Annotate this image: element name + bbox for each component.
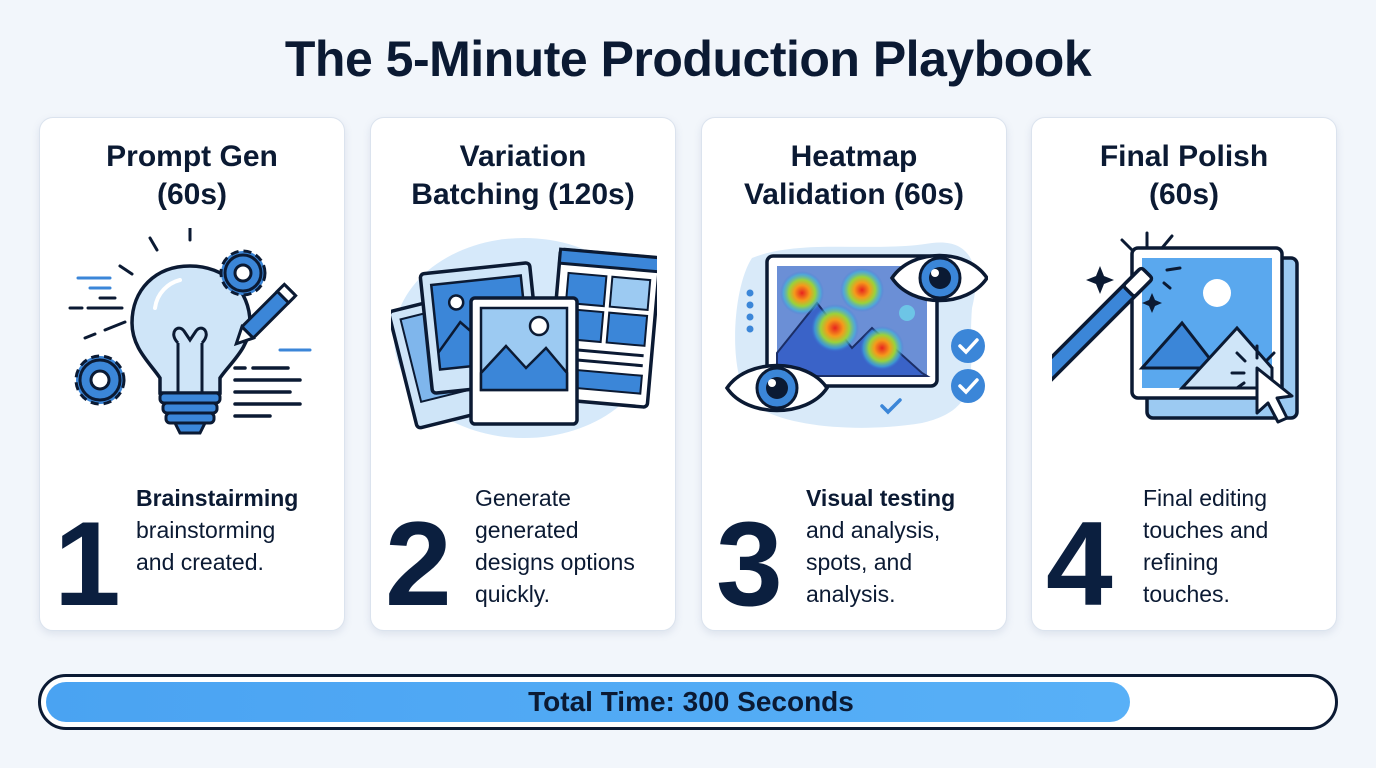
step-description-lead: Brainstairming bbox=[136, 485, 299, 511]
step-card-heatmap-validation: Heatmap Validation (60s) bbox=[701, 117, 1007, 631]
step-description-line: Final editing bbox=[1143, 485, 1268, 511]
step-title: Final Polish (60s) bbox=[1032, 138, 1336, 214]
page-title: The 5-Minute Production Playbook bbox=[284, 31, 1092, 87]
step-number: 4 bbox=[1046, 497, 1113, 631]
step-card-final-polish: Final Polish (60s) bbox=[1031, 117, 1337, 631]
step-description: Final editing touches and refining touch… bbox=[1143, 482, 1268, 610]
step-title-line2: (60s) bbox=[1148, 178, 1220, 211]
step-title-line2: Validation (60s) bbox=[743, 178, 965, 211]
lightbulb-gears-pencil-icon bbox=[60, 226, 326, 438]
magic-wand-image-icon bbox=[1035, 228, 1318, 438]
step-number: 1 bbox=[54, 497, 121, 631]
step-description-line: refining bbox=[1143, 549, 1219, 575]
step-description-line: and created. bbox=[136, 549, 264, 575]
image-gallery-icon bbox=[387, 228, 662, 438]
step-description-line: Generate bbox=[475, 485, 571, 511]
step-description-line: designs options bbox=[475, 549, 635, 575]
step-card-variation-batching: Variation Batching (120s) bbox=[370, 117, 676, 631]
step-description-lead: Visual testing bbox=[806, 485, 956, 511]
heatmap-eyes-icon bbox=[722, 228, 990, 438]
step-title: Variation Batching (120s) bbox=[371, 138, 675, 214]
step-card-prompt-gen: Prompt Gen (60s) bbox=[39, 117, 345, 631]
step-title-line2: (60s) bbox=[156, 178, 228, 211]
step-title-line1: Variation bbox=[459, 140, 587, 173]
progress-fill bbox=[46, 682, 1130, 722]
step-description-line: analysis. bbox=[806, 581, 896, 607]
step-description-line: brainstorming bbox=[136, 517, 276, 543]
step-title-line1: Prompt Gen bbox=[106, 140, 278, 173]
step-description: Visual testing and analysis, spots, and … bbox=[806, 482, 955, 610]
step-title: Heatmap Validation (60s) bbox=[702, 138, 1006, 214]
progress-label: Total Time: 300 Seconds bbox=[528, 686, 854, 717]
step-title: Prompt Gen (60s) bbox=[40, 138, 344, 214]
step-description: Generate generated designs options quick… bbox=[475, 482, 635, 610]
step-description-line: and analysis, bbox=[806, 517, 941, 543]
step-description-line: touches and bbox=[1143, 517, 1269, 543]
step-title-line1: Final Polish bbox=[1099, 140, 1269, 173]
step-description-line: touches. bbox=[1143, 581, 1230, 607]
step-description-line: generated bbox=[475, 517, 579, 543]
step-description: Brainstairming brainstorming and created… bbox=[136, 482, 298, 578]
step-description-line: quickly. bbox=[475, 581, 550, 607]
step-title-line2: Batching (120s) bbox=[411, 178, 635, 211]
step-number: 2 bbox=[385, 497, 452, 631]
step-title-line1: Heatmap bbox=[790, 140, 918, 173]
total-time-progress-bar: Total Time: 300 Seconds bbox=[38, 674, 1338, 730]
step-number: 3 bbox=[716, 497, 783, 631]
step-description-line: spots, and bbox=[806, 549, 913, 575]
